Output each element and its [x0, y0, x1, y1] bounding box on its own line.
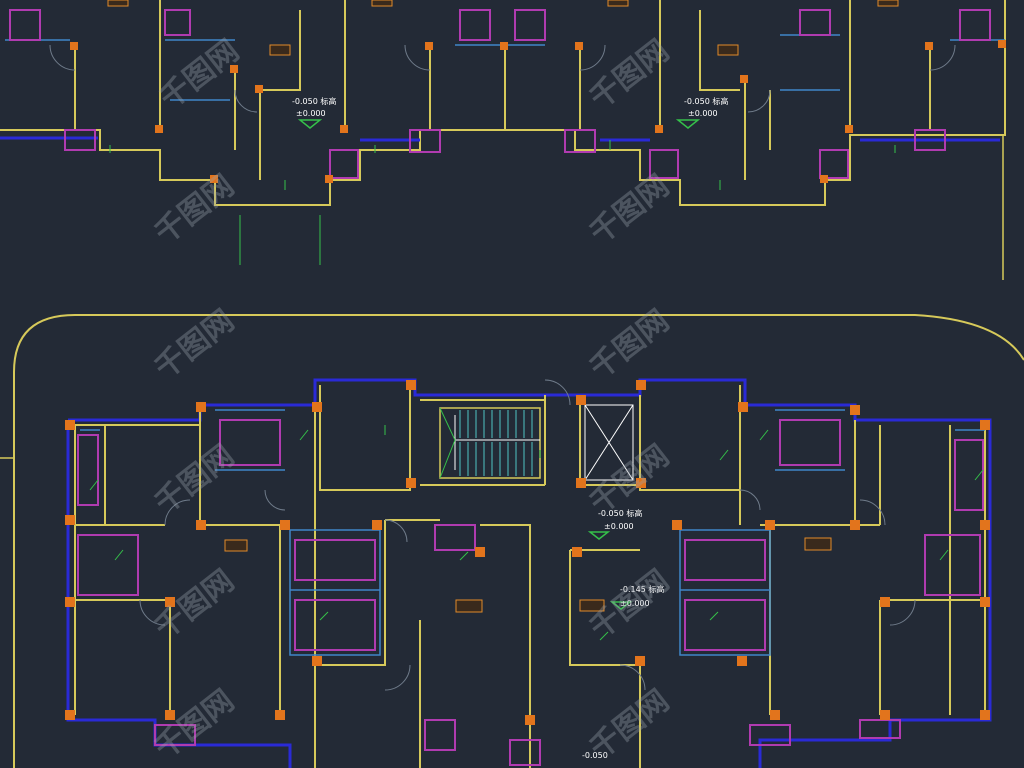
- bottom-corridor-walls: [314, 519, 641, 768]
- top-partitions: [74, 0, 931, 180]
- elevation-bottom-center-line1: -0.050 标高: [598, 508, 642, 518]
- bottom-door-arcs: [139, 379, 916, 691]
- elevation-bottom-right-line1: -0.145 标高: [620, 584, 664, 594]
- bottom-elevation-markers: -0.050 标高 ±0.000 -0.145 标高 ±0.000 -0.050: [582, 508, 664, 760]
- staircase: [439, 407, 541, 479]
- bottom-inner-partitions: [80, 409, 985, 656]
- elevation-top-right-line1: -0.050 标高: [684, 96, 728, 106]
- elevation-bottom-lower: -0.050: [582, 751, 608, 760]
- elevation-triangle: [609, 601, 633, 610]
- bottom-fixtures: [77, 419, 984, 766]
- elevation-bottom-right-line2: ±0.000: [620, 599, 650, 608]
- site-boundary-line: [13, 314, 1024, 768]
- elevation-triangle: [297, 119, 323, 129]
- elevation-top-left-line1: -0.050 标高: [292, 96, 336, 106]
- elevator-shaft: [584, 404, 634, 481]
- elevation-bottom-center-line2: ±0.000: [604, 522, 634, 531]
- top-door-arcs: [49, 44, 956, 113]
- elevation-top-left-line2: ±0.000: [296, 109, 326, 118]
- top-blue-trim: [0, 136, 1000, 142]
- bottom-room-tags: [224, 537, 832, 613]
- top-building-plan: [0, 0, 1006, 280]
- top-dimension-ticks: [109, 140, 896, 265]
- bottom-building-plan: [65, 378, 992, 768]
- elevation-triangle: [587, 531, 611, 540]
- bottom-annotation-ticks: [89, 425, 984, 641]
- bottom-columns: [65, 380, 990, 725]
- top-room-tags: [107, 0, 899, 56]
- top-columns: [70, 40, 1006, 183]
- elevation-top-right-line2: ±0.000: [688, 109, 718, 118]
- top-fixtures: [9, 9, 991, 179]
- top-elevation-markers: -0.050 标高 ±0.000 -0.050 标高 ±0.000: [292, 96, 728, 129]
- elevation-triangle: [675, 119, 701, 129]
